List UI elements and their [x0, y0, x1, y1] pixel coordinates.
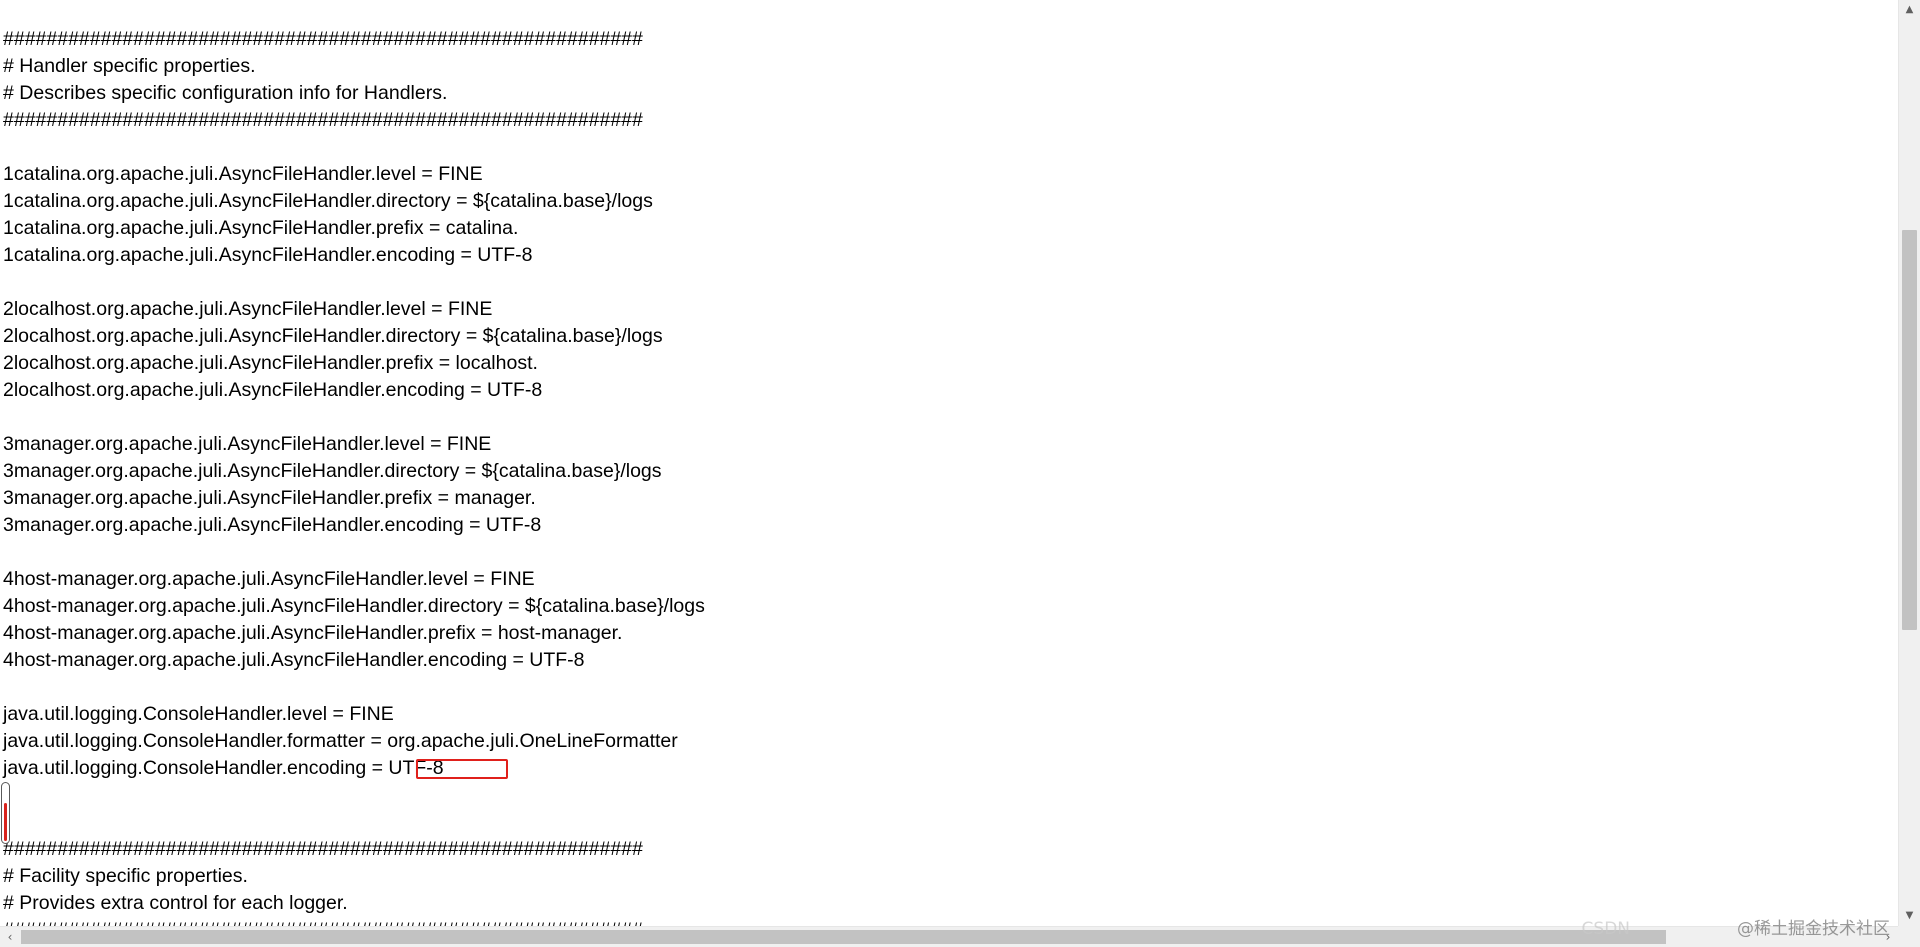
text-line: ########################################… [3, 917, 1883, 926]
text-line: 1catalina.org.apache.juli.AsyncFileHandl… [3, 244, 533, 266]
text-line: 3manager.org.apache.juli.AsyncFileHandle… [3, 433, 492, 455]
text-line: 1catalina.org.apache.juli.AsyncFileHandl… [3, 190, 653, 212]
text-line: 2localhost.org.apache.juli.AsyncFileHand… [3, 325, 663, 347]
text-line: java.util.logging.ConsoleHandler.level =… [3, 703, 394, 725]
text-line: 2localhost.org.apache.juli.AsyncFileHand… [3, 379, 543, 401]
scroll-down-icon[interactable]: ▼ [1905, 910, 1914, 921]
text-line [3, 269, 1883, 296]
scroll-right-icon[interactable]: › [1885, 930, 1891, 944]
cursor-marker-fill [4, 803, 7, 841]
text-line: ########################################… [3, 109, 643, 131]
text-line: 2localhost.org.apache.juli.AsyncFileHand… [3, 352, 538, 374]
text-line: 3manager.org.apache.juli.AsyncFileHandle… [3, 460, 662, 482]
text-line: 1catalina.org.apache.juli.AsyncFileHandl… [3, 217, 519, 239]
text-line: 4host-manager.org.apache.juli.AsyncFileH… [3, 595, 705, 617]
text-editor[interactable]: ########################################… [0, 0, 1898, 926]
text-line: # Describes specific configuration info … [3, 82, 448, 104]
text-line: 4host-manager.org.apache.juli.AsyncFileH… [3, 649, 585, 671]
text-line: ########################################… [3, 838, 643, 860]
text-line [3, 809, 1883, 836]
text-line: # Facility specific properties. [3, 865, 248, 887]
text-line [3, 404, 1883, 431]
text-line: java.util.logging.ConsoleHandler.encodin… [3, 757, 444, 779]
text-line: 2localhost.org.apache.juli.AsyncFileHand… [3, 298, 493, 320]
text-content[interactable]: ########################################… [3, 26, 1883, 926]
scroll-left-icon[interactable]: ‹ [7, 930, 13, 944]
text-line [3, 674, 1883, 701]
text-line: # Handler specific properties. [3, 55, 256, 77]
cursor-marker [1, 782, 10, 844]
scrollbar-corner [1898, 926, 1920, 947]
text-line [3, 539, 1883, 566]
text-line [3, 134, 1883, 161]
vertical-scrollbar[interactable]: ▲ ▼ [1898, 0, 1920, 926]
text-line: 3manager.org.apache.juli.AsyncFileHandle… [3, 514, 542, 536]
text-line: 4host-manager.org.apache.juli.AsyncFileH… [3, 568, 535, 590]
vertical-scroll-thumb[interactable] [1902, 230, 1917, 630]
horizontal-scrollbar[interactable]: ‹ › [0, 926, 1898, 947]
text-line [3, 782, 1883, 809]
horizontal-scroll-thumb[interactable] [21, 930, 1666, 944]
text-line: java.util.logging.ConsoleHandler.formatt… [3, 730, 678, 752]
text-line: 1catalina.org.apache.juli.AsyncFileHandl… [3, 163, 483, 185]
text-line: ########################################… [3, 28, 643, 50]
scroll-up-icon[interactable]: ▲ [1905, 4, 1914, 15]
text-line: # Provides extra control for each logger… [3, 892, 348, 914]
text-line: 3manager.org.apache.juli.AsyncFileHandle… [3, 487, 536, 509]
text-line: 4host-manager.org.apache.juli.AsyncFileH… [3, 622, 623, 644]
